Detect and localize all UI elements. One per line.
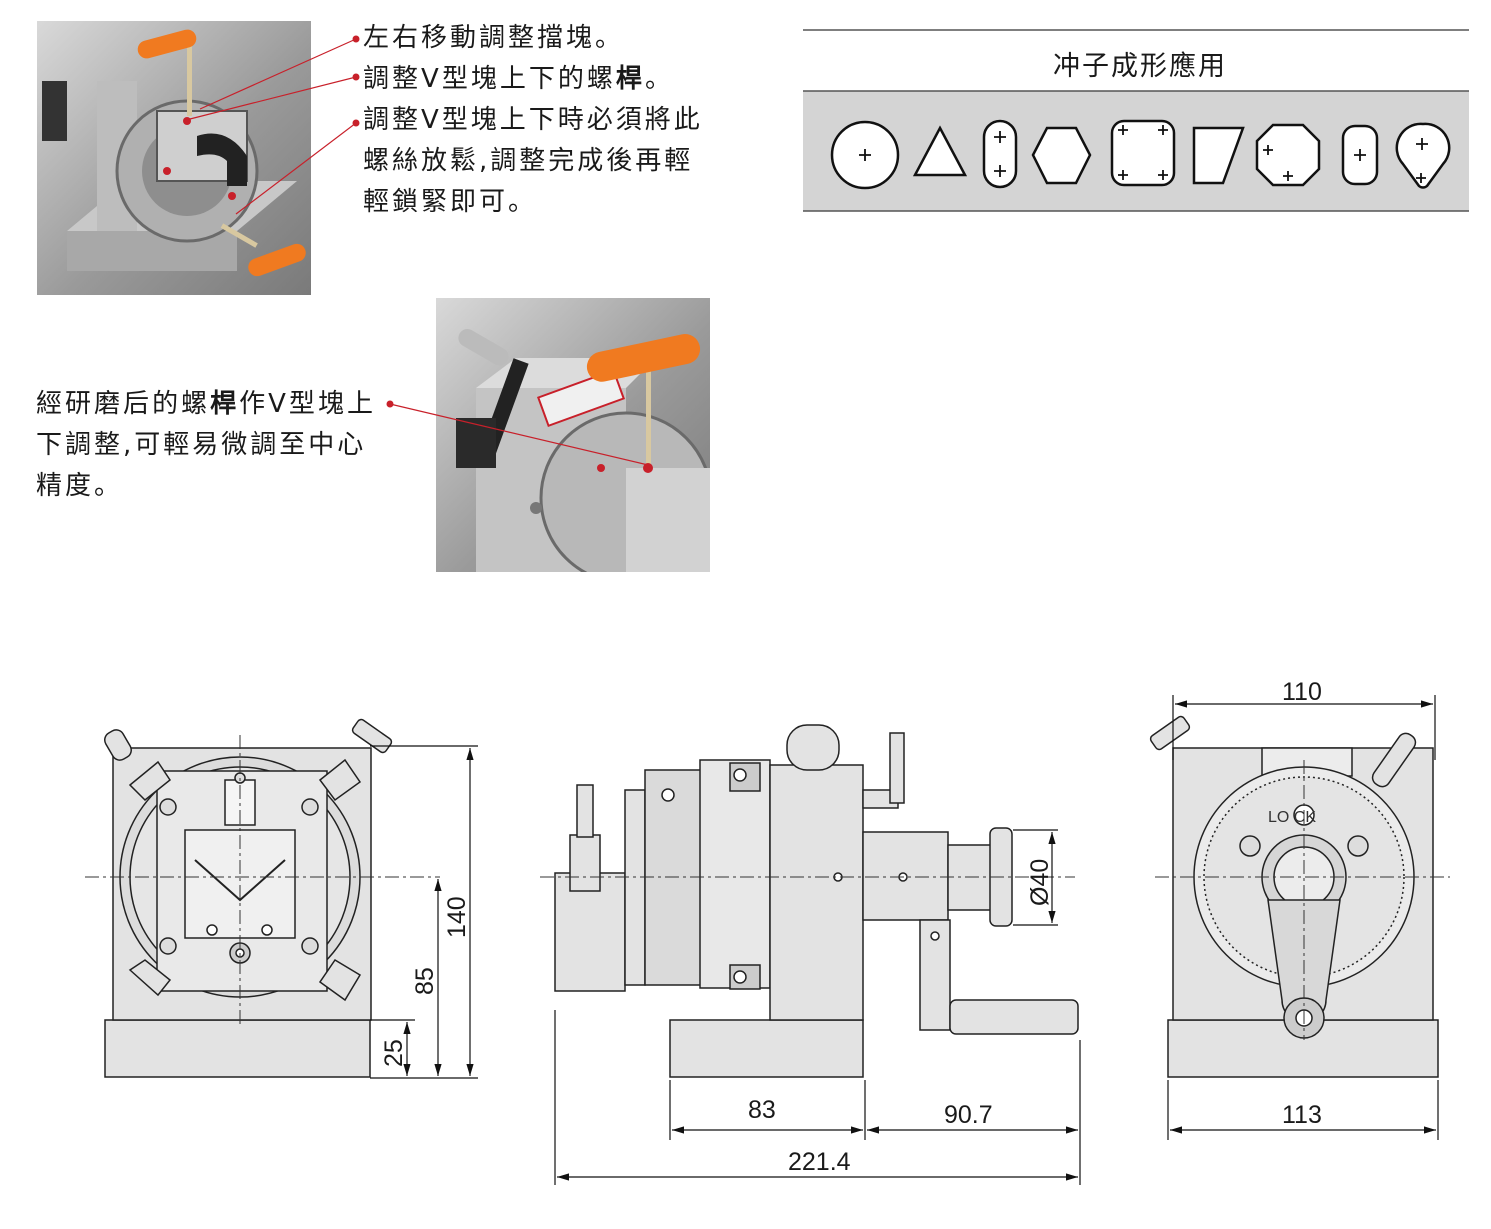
side-dim-lines: [554, 829, 1081, 1185]
dim-diameter: Ø40: [1026, 859, 1054, 906]
front-view: [104, 718, 393, 1078]
callout-top-line-1: 左右移動調整擋塊。: [363, 23, 625, 53]
dim-handle-length: 90.7: [944, 1101, 993, 1129]
front-dim-lines: [370, 745, 478, 1079]
shape-octagon: [1255, 123, 1321, 187]
dim-bottom-width: 113: [1282, 1101, 1322, 1129]
photo-top-v-block: [37, 21, 311, 295]
shape-slot: [982, 119, 1018, 189]
callout-middle-line-3: 精度。: [36, 471, 124, 501]
dim-base-length: 83: [748, 1096, 776, 1124]
dim-base-height: 25: [380, 1039, 408, 1067]
callout-top-line-5: 輕鎖緊即可。: [363, 187, 538, 217]
dim-height-total: 140: [443, 896, 471, 938]
callout-middle: 經研磨后的螺桿作V型塊上 下調整,可輕易微調至中心 精度。: [36, 384, 376, 507]
callout-top-line-3: 調整V型塊上下時必須將此: [363, 105, 703, 135]
rear-view: [1149, 715, 1439, 1078]
shape-hexagon: [1031, 126, 1092, 185]
rear-dim-lines: [1167, 695, 1439, 1140]
callout-top-line-4: 螺絲放鬆,調整完成後再輕: [363, 146, 694, 176]
callout-leaders: [189, 35, 649, 466]
dim-total-length: 221.4: [788, 1148, 851, 1176]
technical-drawings: LO CK 140 85 25 Ø40 83 90.7 221.4 110 11…: [85, 678, 1450, 1185]
shape-rounded-square: [1110, 119, 1176, 187]
callout-middle-line-2: 下調整,可輕易微調至中心: [36, 430, 367, 460]
shapes-panel-title: 冲子成形應用: [1053, 51, 1227, 82]
callout-top: 左右移動調整擋塊。 調整V型塊上下的螺桿。 調整V型塊上下時必須將此 螺絲放鬆,…: [363, 18, 703, 223]
shape-trapezoid: [1192, 126, 1245, 185]
shape-teardrop: [1395, 122, 1451, 189]
callout-middle-line-1: 經研磨后的螺桿作V型塊上: [36, 389, 376, 419]
lock-label: LO CK: [1268, 809, 1316, 826]
shape-triangle: [912, 125, 968, 177]
side-view: [554, 724, 1079, 1078]
dim-center-height: 85: [411, 967, 439, 995]
dim-top-width: 110: [1282, 678, 1322, 706]
photo-middle-screw: [436, 298, 710, 572]
shapes-panel: [803, 29, 1469, 212]
callout-top-line-2: 調整V型塊上下的螺桿。: [363, 64, 674, 94]
front-center-lines: [85, 735, 440, 1025]
